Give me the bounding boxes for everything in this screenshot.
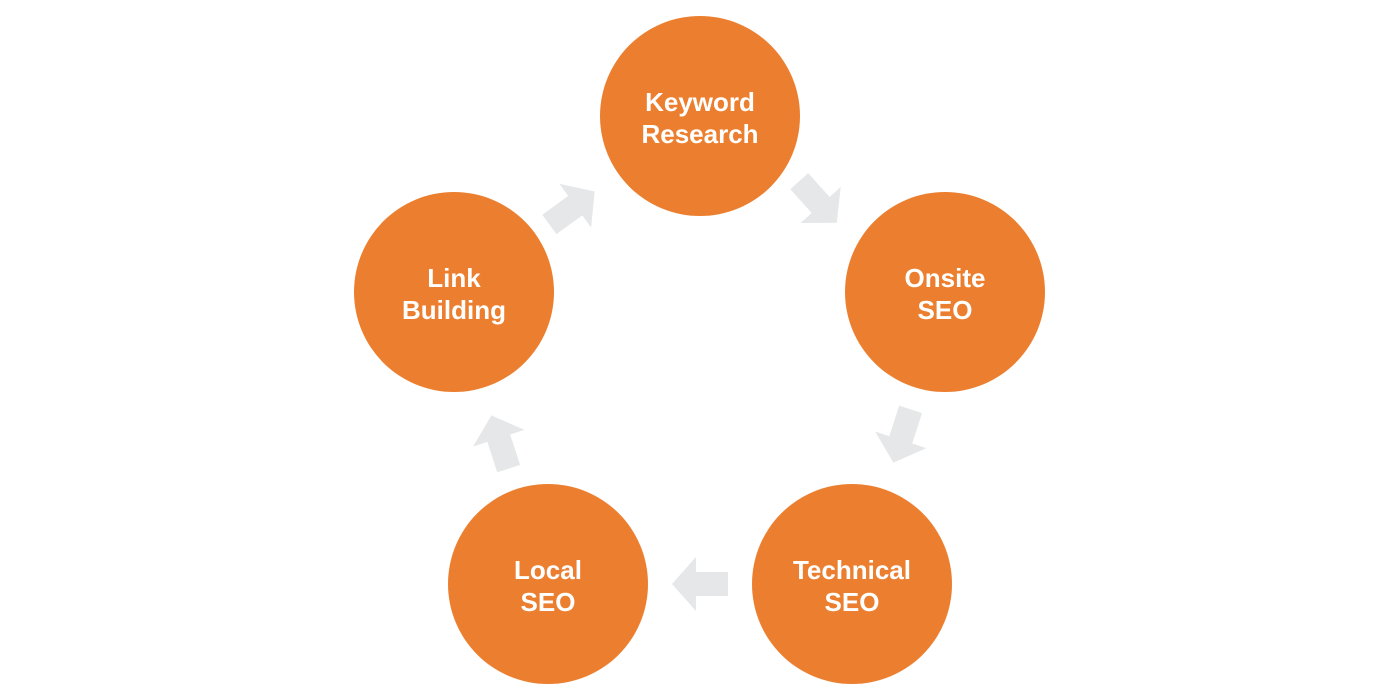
- arrow-local-seo-to-link-building: [473, 415, 525, 473]
- node-keyword-research: Keyword Research: [600, 16, 800, 216]
- node-onsite-seo: Onsite SEO: [845, 192, 1045, 392]
- arrow-onsite-seo-to-technical-seo: [875, 405, 927, 463]
- node-circle: [752, 484, 952, 684]
- node-label-line-2: SEO: [521, 587, 576, 617]
- node-circle: [448, 484, 648, 684]
- arrow-technical-seo-to-local-seo: [672, 557, 728, 611]
- node-label-line-2: SEO: [825, 587, 880, 617]
- node-label-line-1: Onsite: [905, 263, 986, 293]
- arrow-link-building-to-keyword-research: [542, 183, 595, 235]
- node-local-seo: Local SEO: [448, 484, 648, 684]
- node-label-line-1: Local: [514, 555, 582, 585]
- node-label-line-1: Keyword: [645, 87, 755, 117]
- node-technical-seo: Technical SEO: [752, 484, 952, 684]
- node-label-line-2: SEO: [918, 295, 973, 325]
- node-label-line-1: Technical: [793, 555, 911, 585]
- node-circle: [354, 192, 554, 392]
- node-circle: [600, 16, 800, 216]
- node-link-building: Link Building: [354, 192, 554, 392]
- node-label-line-2: Building: [402, 295, 506, 325]
- arrow-keyword-research-to-onsite-seo: [790, 173, 841, 224]
- node-label-line-2: Research: [641, 119, 758, 149]
- arrows: [473, 173, 927, 611]
- node-circle: [845, 192, 1045, 392]
- node-label-line-1: Link: [427, 263, 481, 293]
